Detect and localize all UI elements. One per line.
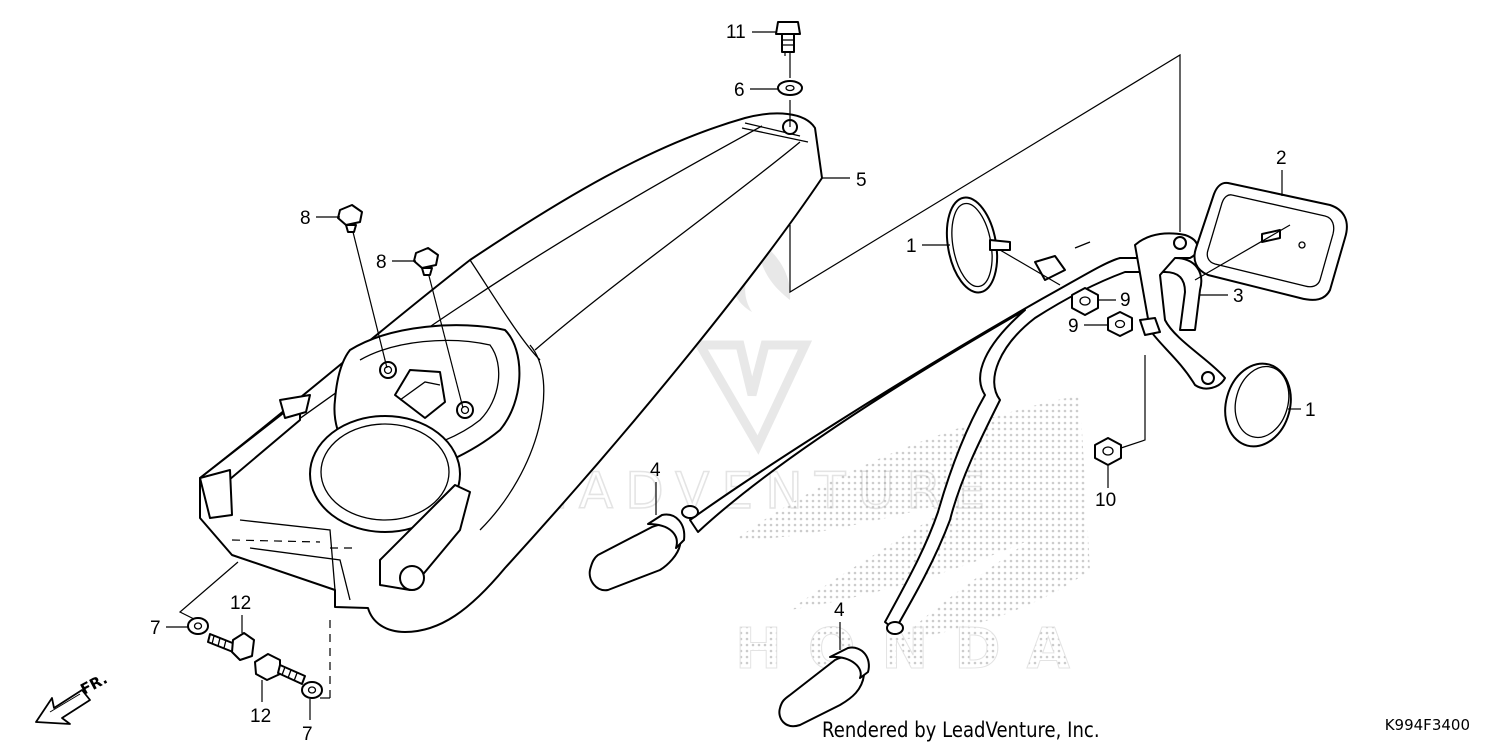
rendered-by-credit: Rendered by LeadVenture, Inc. (822, 718, 1100, 742)
svg-text:7: 7 (150, 618, 161, 639)
callout-6: 6 (734, 80, 778, 101)
svg-text:3: 3 (1233, 286, 1244, 307)
svg-text:10: 10 (1095, 490, 1116, 511)
washer-7-left[interactable] (187, 617, 209, 635)
callout-4-upper: 4 (650, 460, 661, 515)
bolt-12-lower[interactable] (254, 653, 306, 685)
screw-8-right[interactable] (413, 247, 439, 276)
front-direction-label: FR. (77, 670, 110, 699)
svg-text:11: 11 (726, 22, 746, 43)
grip-cap-upper[interactable] (588, 513, 686, 592)
callout-10: 10 (1095, 466, 1116, 511)
callout-2: 2 (1276, 148, 1287, 196)
callout-9-lower: 9 (1068, 316, 1108, 337)
svg-text:7: 7 (302, 724, 313, 745)
reflector-lower[interactable] (1216, 356, 1300, 454)
callout-11: 11 (726, 22, 776, 43)
bolt-12-upper[interactable] (207, 632, 255, 661)
callout-8-right: 8 (376, 252, 416, 273)
svg-text:12: 12 (250, 706, 271, 727)
rear-reflector-plate[interactable] (1193, 181, 1348, 301)
svg-text:12: 12 (230, 593, 251, 614)
callout-5: 5 (822, 170, 867, 191)
callout-12-lower: 12 (250, 680, 271, 727)
svg-text:8: 8 (300, 208, 311, 229)
reflector-upper[interactable] (940, 194, 1011, 297)
screw-8-left[interactable] (337, 204, 363, 233)
diagram-code: K994F3400 (1384, 716, 1470, 734)
front-direction-arrow: FR. (35, 670, 110, 725)
rear-bracket[interactable] (681, 232, 1226, 635)
callout-9-upper: 9 (1098, 290, 1131, 311)
rear-fender[interactable] (199, 112, 823, 633)
svg-text:9: 9 (1068, 316, 1079, 337)
callout-12-upper: 12 (230, 593, 251, 633)
bolt-11[interactable] (775, 21, 801, 53)
svg-text:6: 6 (734, 80, 745, 101)
callout-4-lower: 4 (834, 600, 845, 650)
washer-6[interactable] (777, 80, 803, 96)
nut-9-upper[interactable] (1071, 287, 1099, 316)
nut-9-lower[interactable] (1107, 311, 1133, 337)
callout-7-right: 7 (302, 699, 313, 745)
svg-text:8: 8 (376, 252, 387, 273)
callout-8-left: 8 (300, 208, 340, 229)
svg-text:4: 4 (834, 600, 845, 621)
callout-7-left: 7 (150, 618, 188, 639)
honda-wing-watermark: HONDA (735, 395, 1090, 683)
svg-text:9: 9 (1120, 290, 1131, 311)
callout-3: 3 (1200, 286, 1244, 307)
svg-text:1: 1 (1305, 400, 1316, 421)
grip-cap-lower[interactable] (778, 646, 870, 728)
svg-text:4: 4 (650, 460, 661, 481)
svg-text:5: 5 (856, 170, 867, 191)
callout-1-upper: 1 (906, 236, 950, 257)
svg-text:1: 1 (906, 236, 917, 257)
nut-10[interactable] (1094, 437, 1122, 466)
callout-1-lower: 1 (1288, 400, 1316, 421)
washer-7-right[interactable] (301, 681, 323, 699)
svg-text:2: 2 (1276, 148, 1287, 169)
